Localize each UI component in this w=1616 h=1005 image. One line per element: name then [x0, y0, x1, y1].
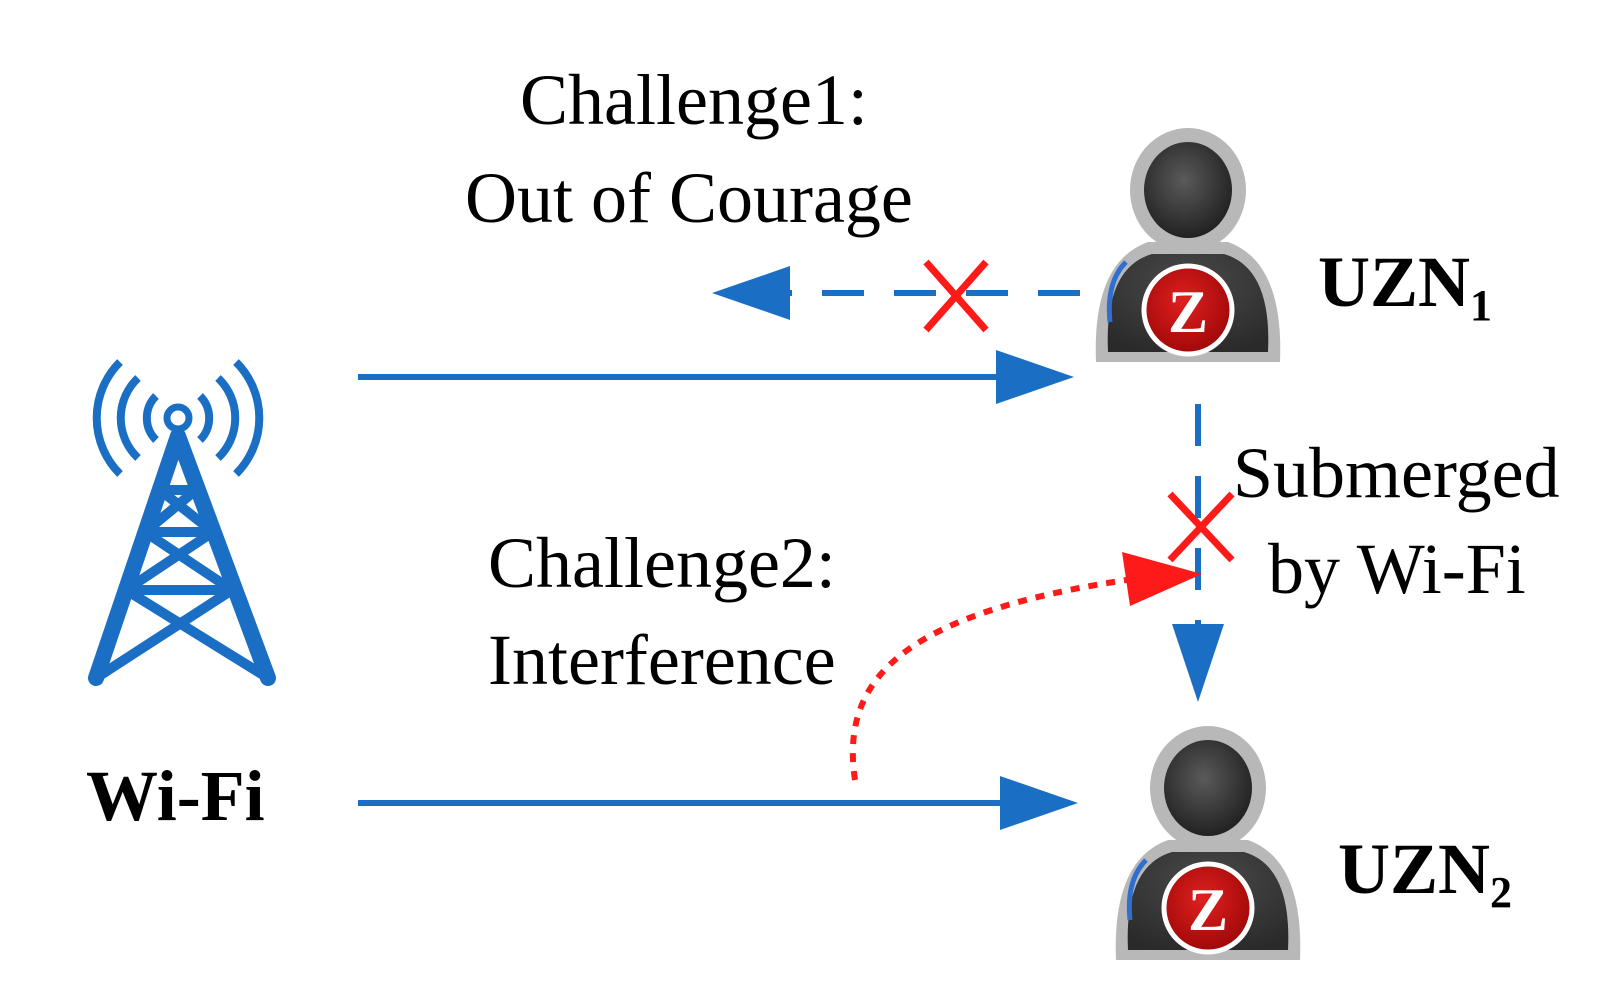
wifi-tower-icon	[88, 359, 276, 686]
red-cross-icon	[923, 259, 989, 333]
wifi-to-uzn2-arrow	[358, 776, 1078, 830]
zigbee-badge-icon: Z	[1141, 263, 1235, 357]
wifi-label: Wi-Fi	[86, 756, 265, 836]
red-cross-icon	[1167, 491, 1235, 563]
zigbee-badge-icon: Z	[1161, 861, 1255, 955]
interference-arrow	[849, 552, 1202, 781]
svg-text:Z: Z	[1188, 877, 1228, 943]
uzn1-node: Z	[1096, 128, 1281, 362]
uzn2-label: UZN2	[1338, 829, 1512, 917]
wifi-to-uzn1-arrow	[358, 350, 1074, 404]
uzn1-uplink-dashed-arrow	[712, 266, 1080, 320]
challenge2-description: Interference	[488, 620, 836, 700]
challenge1-title: Challenge1:	[520, 60, 868, 140]
uzn1-label: UZN1	[1318, 242, 1492, 330]
svg-text:Z: Z	[1168, 279, 1208, 345]
uzn2-node: Z	[1116, 726, 1301, 960]
submerged-label-line2: by Wi-Fi	[1268, 529, 1526, 609]
challenge1-description: Out of Courage	[465, 158, 913, 238]
submerged-label-line1: Submerged	[1233, 433, 1560, 513]
uzn1-to-uzn2-dashed-arrow	[1172, 404, 1224, 702]
challenge2-title: Challenge2:	[488, 523, 836, 603]
